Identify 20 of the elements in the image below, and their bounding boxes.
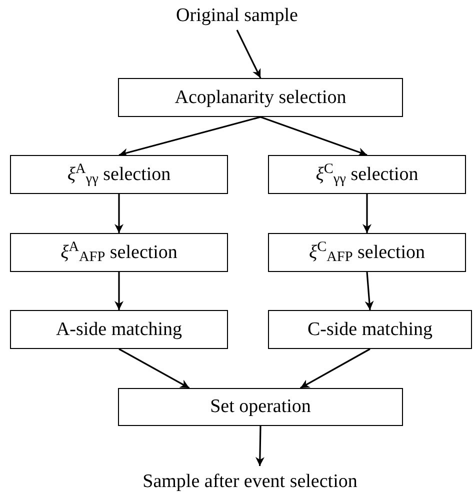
process-box: A-side matching [10, 310, 228, 349]
arrow [300, 348, 370, 389]
process-box: ξ$^{C}$$_{γγ}$ selection [268, 155, 466, 194]
arrow [362, 194, 372, 233]
process-box: ξ$^{C}$$_{AFP}$ selection [268, 233, 466, 272]
arrow [236, 30, 262, 78]
arrow [114, 272, 124, 310]
process-box: Set operation [118, 388, 403, 426]
arrow [255, 426, 264, 466]
arrow [118, 348, 190, 389]
process-box: ξ$^{A}$$_{γγ}$ selection [10, 155, 228, 194]
arrow [260, 116, 368, 156]
process-box: Acoplanarity selection [118, 78, 403, 117]
arrow [114, 194, 124, 233]
process-box: C-side matching [268, 310, 472, 349]
text-label: Original sample [137, 2, 337, 30]
arrow [364, 272, 374, 310]
arrow [118, 116, 261, 157]
text-label: Sample after event selection [110, 466, 390, 498]
process-box: ξ$^{A}$$_{AFP}$ selection [10, 233, 228, 272]
